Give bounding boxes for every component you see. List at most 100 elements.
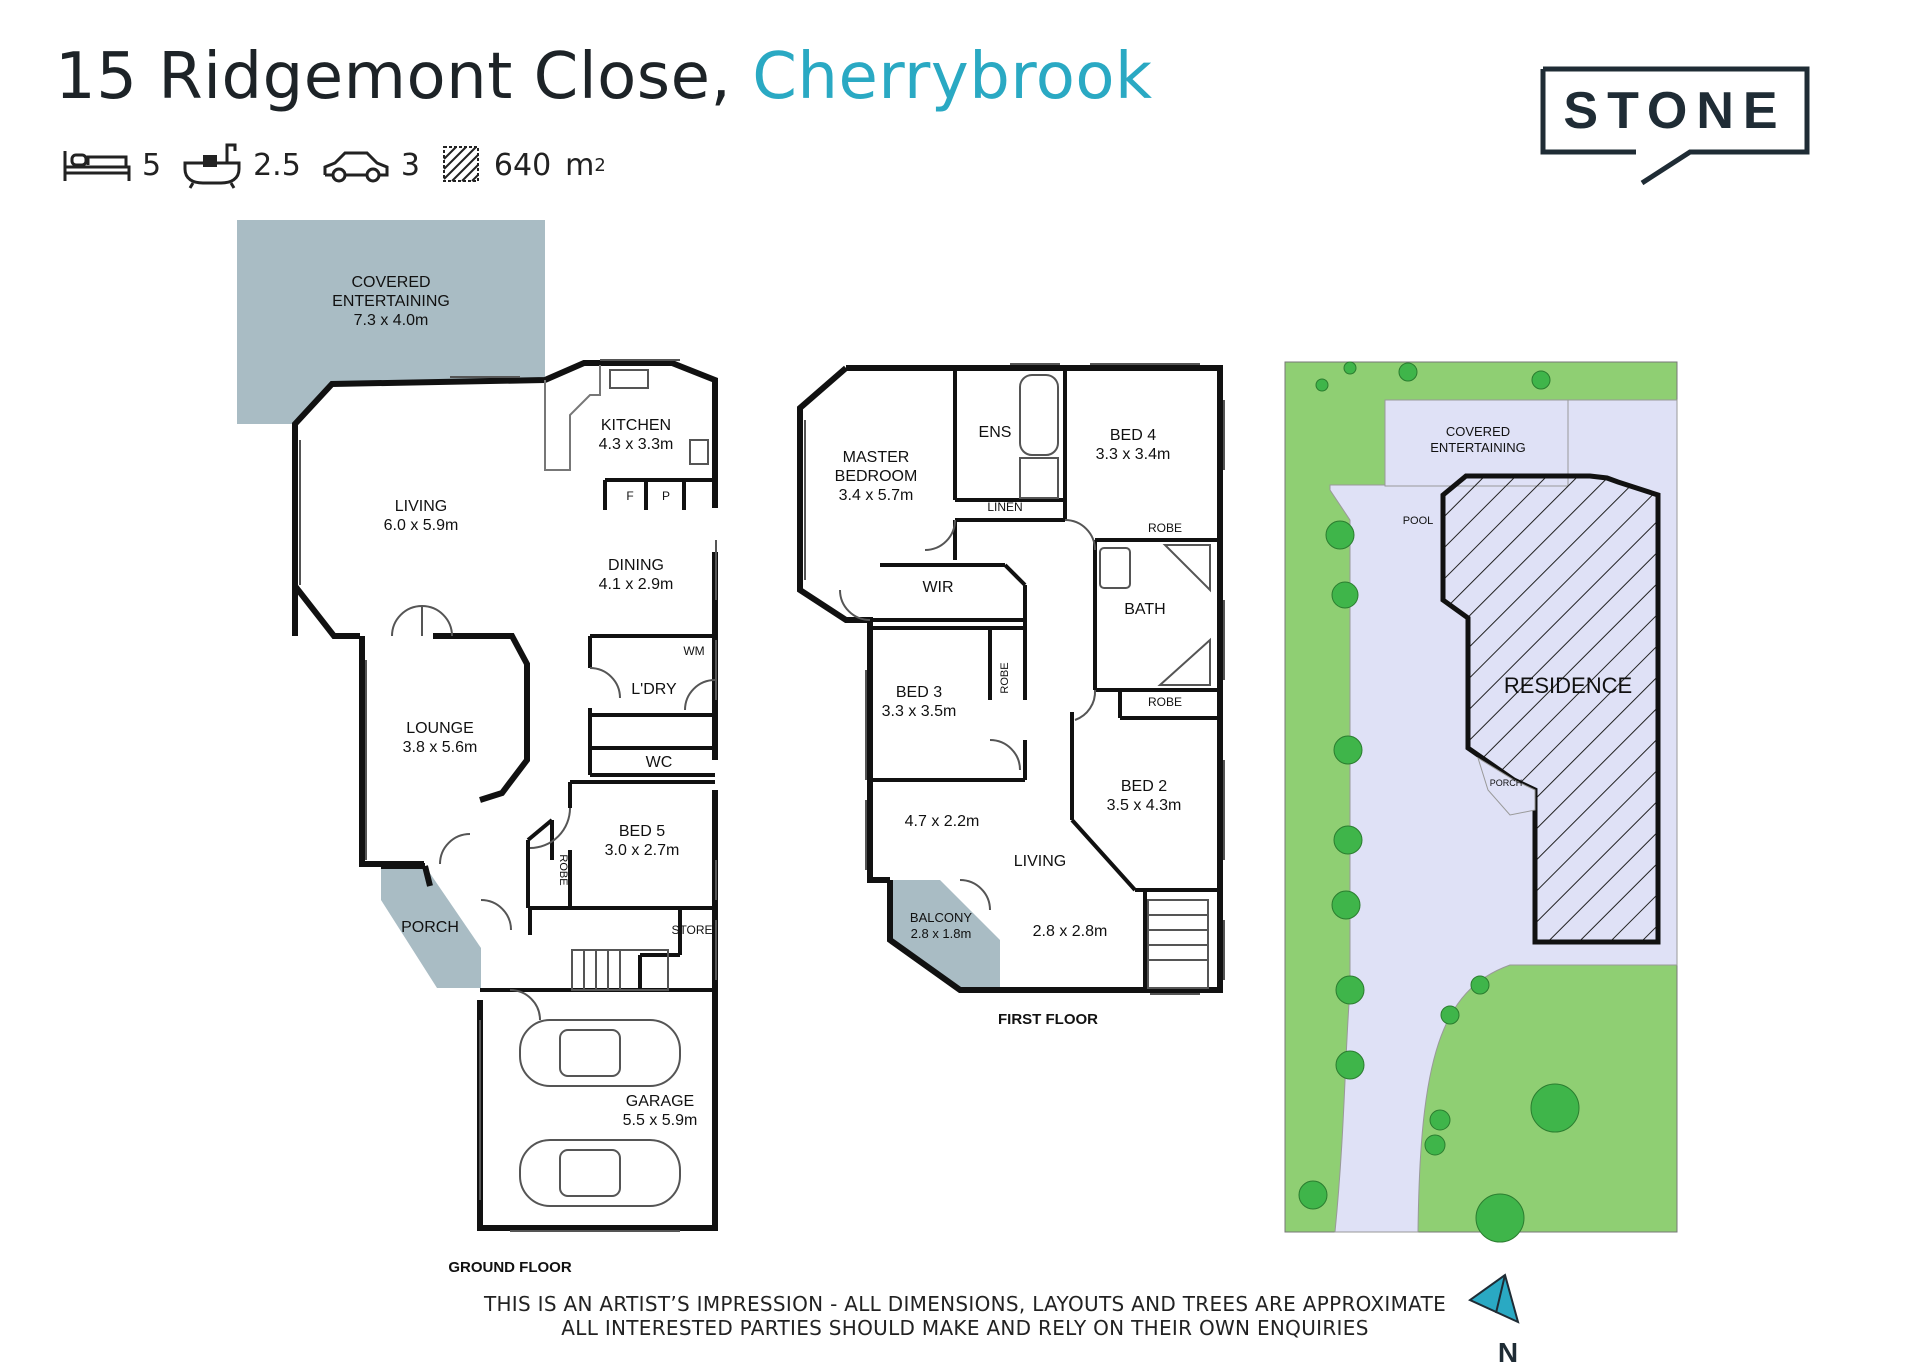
covered-entertaining-label-1: COVERED — [351, 274, 430, 291]
balcony-size: 2.8 x 1.8m — [911, 926, 972, 941]
site-residence-label: RESIDENCE — [1504, 673, 1632, 698]
disclaimer: THIS IS AN ARTIST’S IMPRESSION - ALL DIM… — [470, 1292, 1460, 1340]
ensuite-label: ENS — [979, 424, 1012, 441]
bed5-robe-label: ROBE — [557, 854, 569, 885]
washing-machine-label: WM — [683, 644, 704, 658]
garage-size: 5.5 x 5.9m — [623, 1112, 698, 1129]
laundry-label: L'DRY — [631, 681, 677, 698]
bed3-robe-label: ROBE — [999, 662, 1011, 693]
bed5-size: 3.0 x 2.7m — [605, 842, 680, 859]
land-area-unit-sup: 2 — [594, 154, 606, 176]
first-floor-living-a-size: 4.7 x 2.2m — [905, 813, 980, 830]
compass-label: N — [1498, 1337, 1518, 1366]
living-size: 6.0 x 5.9m — [384, 517, 459, 534]
ground-floor-stairs — [571, 949, 669, 991]
property-suburb: Cherrybrook — [752, 40, 1153, 114]
linen-label: LINEN — [987, 500, 1022, 514]
property-street: 15 Ridgemont Close, — [55, 40, 732, 114]
bed2-robe-label: ROBE — [1148, 695, 1182, 709]
cooktop — [689, 439, 709, 465]
ground-floor-interior-walls — [480, 478, 715, 992]
balcony-label: BALCONY — [910, 910, 972, 925]
first-floor-fixtures — [1019, 374, 1211, 989]
site-plan: COVERED ENTERTAINING POOL RESIDENCE PORC… — [1284, 361, 1678, 1243]
bed4-robe-label: ROBE — [1148, 521, 1182, 535]
bed3-label: BED 3 — [896, 684, 942, 701]
bed-icon — [63, 151, 131, 181]
site-covered-entertaining — [1384, 399, 1569, 487]
kitchen-label: KITCHEN — [601, 417, 671, 434]
bathrooms-feature: 2.5 — [181, 141, 301, 189]
first-floor-label: FIRST FLOOR — [998, 1011, 1098, 1028]
bathrooms-count: 2.5 — [253, 147, 301, 183]
disclaimer-line-1: THIS IS AN ARTIST’S IMPRESSION - ALL DIM… — [483, 1292, 1447, 1316]
site-covered-entertaining-label-1: COVERED — [1446, 424, 1510, 439]
residence-footprint — [1440, 473, 1661, 945]
covered-entertaining-label-2: ENTERTAINING — [332, 293, 450, 310]
land-area-icon — [442, 146, 479, 182]
logo-text: STONE — [1563, 82, 1786, 140]
covered-entertaining-size: 7.3 x 4.0m — [354, 312, 429, 329]
lounge-size: 3.8 x 5.6m — [403, 739, 478, 756]
porch-area — [381, 866, 481, 988]
parking-count: 3 — [400, 147, 420, 183]
garage-cars — [519, 1019, 681, 1207]
covered-entertaining-area — [237, 220, 545, 424]
balcony-area — [890, 880, 1000, 990]
bed4-label: BED 4 — [1110, 427, 1156, 444]
master-bedroom-label-1: MASTER — [843, 449, 910, 466]
fridge-label: F — [626, 489, 633, 503]
bath-icon — [183, 143, 241, 189]
first-floor-interior-walls — [860, 368, 1220, 990]
kitchen-size: 4.3 x 3.3m — [599, 436, 674, 453]
wc-label: WC — [646, 754, 673, 771]
bed2-size: 3.5 x 4.3m — [1107, 797, 1182, 814]
land-area-unit: m — [565, 147, 595, 183]
dining-label: DINING — [608, 557, 664, 574]
master-bedroom-size: 3.4 x 5.7m — [839, 487, 914, 504]
pantry-label: P — [662, 489, 670, 503]
disclaimer-line-2: ALL INTERESTED PARTIES SHOULD MAKE AND R… — [561, 1316, 1369, 1340]
first-floor-doors — [839, 519, 1097, 911]
site-pool-label: POOL — [1403, 515, 1434, 527]
property-title: 15 Ridgemont Close, Cherrybrook — [55, 40, 1153, 114]
dining-size: 4.1 x 2.9m — [599, 576, 674, 593]
bed2-label: BED 2 — [1121, 778, 1167, 795]
lounge-label: LOUNGE — [406, 720, 474, 737]
site-covered-entertaining-label-2: ENTERTAINING — [1430, 440, 1526, 455]
garage-label: GARAGE — [626, 1093, 694, 1110]
bed5-label: BED 5 — [619, 823, 665, 840]
bath-label: BATH — [1124, 601, 1165, 618]
site-trees — [1298, 361, 1580, 1243]
site-porch — [1477, 756, 1536, 816]
first-floor-windows — [804, 363, 1225, 995]
living-label: LIVING — [395, 498, 447, 515]
ground-floor-label: GROUND FLOOR — [448, 1259, 571, 1276]
first-floor-plan: MASTER BEDROOM 3.4 x 5.7m ENS LINEN BED … — [797, 363, 1225, 1028]
kitchen-sink — [609, 369, 649, 389]
ground-floor-doors — [391, 604, 716, 1021]
bed4-size: 3.3 x 3.4m — [1096, 446, 1171, 463]
kitchen-bench — [544, 365, 601, 471]
parking-feature: 3 — [321, 145, 420, 185]
first-floor-walls — [797, 365, 1223, 993]
stone-logo: STONE — [1540, 66, 1810, 186]
wir-label: WIR — [922, 579, 953, 596]
compass-arrow-icon — [1468, 1273, 1520, 1324]
site-porch-label: PORCH — [1490, 778, 1523, 788]
first-floor-living-b-size: 2.8 x 2.8m — [1033, 923, 1108, 940]
first-floor-living-label: LIVING — [1014, 853, 1066, 870]
master-bedroom-label-2: BEDROOM — [835, 468, 918, 485]
bedrooms-count: 5 — [142, 147, 162, 183]
ground-floor-plan: COVERED ENTERTAINING 7.3 x 4.0m KITCHEN … — [237, 220, 718, 1276]
land-area-value: 640 — [493, 147, 552, 183]
north-compass: N — [1468, 1273, 1520, 1366]
porch-label: PORCH — [401, 919, 459, 936]
ground-floor-windows — [299, 359, 717, 1232]
car-icon — [323, 151, 389, 183]
bedrooms-feature: 5 — [62, 145, 161, 185]
